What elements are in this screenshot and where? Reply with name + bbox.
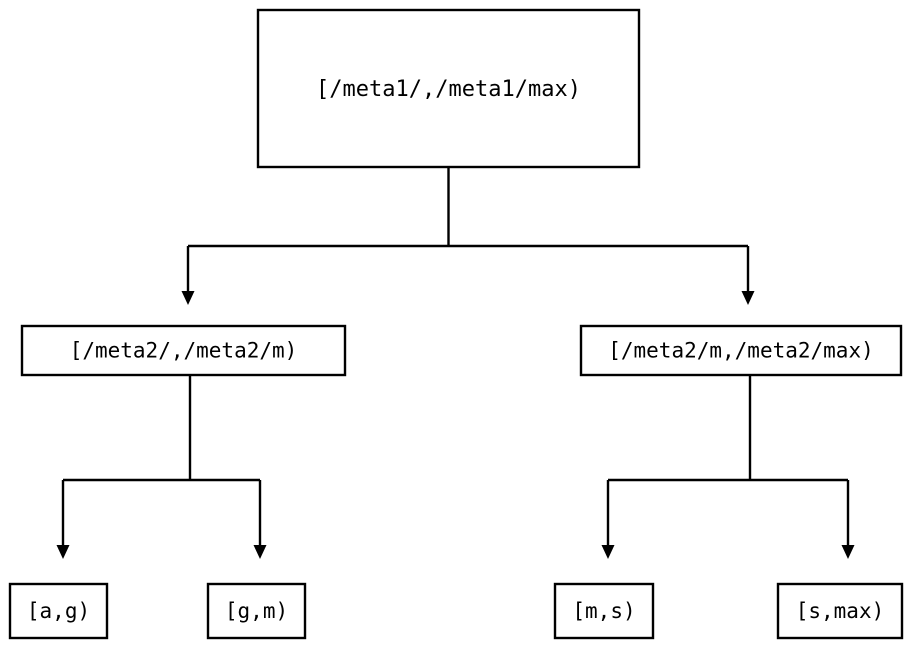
node-leaf-g-m-label: [g,m) <box>225 599 288 623</box>
node-leaf-a-g[interactable]: [a,g) <box>8 582 109 640</box>
arrowhead-to-leaf-s-max <box>841 545 855 559</box>
node-mid-right[interactable]: [/meta2/m,/meta2/max) <box>579 324 903 377</box>
node-leaf-m-s-label: [m,s) <box>572 599 635 623</box>
node-leaf-m-s[interactable]: [m,s) <box>553 582 655 640</box>
arrowhead-to-leaf-g-m <box>253 545 267 559</box>
arrowhead-to-leaf-m-s <box>601 545 615 559</box>
node-leaf-s-max[interactable]: [s,max) <box>776 582 904 640</box>
arrowhead-to-mid-left <box>181 291 195 305</box>
node-leaf-a-g-label: [a,g) <box>27 599 90 623</box>
node-leaf-m-s-box[interactable] <box>553 582 655 640</box>
node-root-label: [/meta1/,/meta1/max) <box>316 77 581 102</box>
node-mid-left[interactable]: [/meta2/,/meta2/m) <box>20 324 347 377</box>
node-leaf-a-g-box[interactable] <box>8 582 109 640</box>
node-mid-left-box[interactable] <box>20 324 347 377</box>
node-mid-right-label: [/meta2/m,/meta2/max) <box>608 339 874 363</box>
node-mid-right-box[interactable] <box>579 324 903 377</box>
node-leaf-g-m[interactable]: [g,m) <box>206 582 307 640</box>
node-leaf-s-max-label: [s,max) <box>796 599 885 623</box>
arrowhead-to-mid-right <box>741 291 755 305</box>
node-leaf-g-m-box[interactable] <box>206 582 307 640</box>
edge-group-midright-to-leaves <box>601 375 855 559</box>
edge-group-root-to-mid <box>181 167 755 305</box>
arrowhead-to-leaf-a-g <box>56 545 70 559</box>
node-root-box[interactable] <box>256 8 641 169</box>
edge-group-midleft-to-leaves <box>56 375 267 559</box>
node-mid-left-label: [/meta2/,/meta2/m) <box>70 339 298 363</box>
node-root[interactable]: [/meta1/,/meta1/max) <box>256 8 641 169</box>
node-leaf-s-max-box[interactable] <box>776 582 904 640</box>
